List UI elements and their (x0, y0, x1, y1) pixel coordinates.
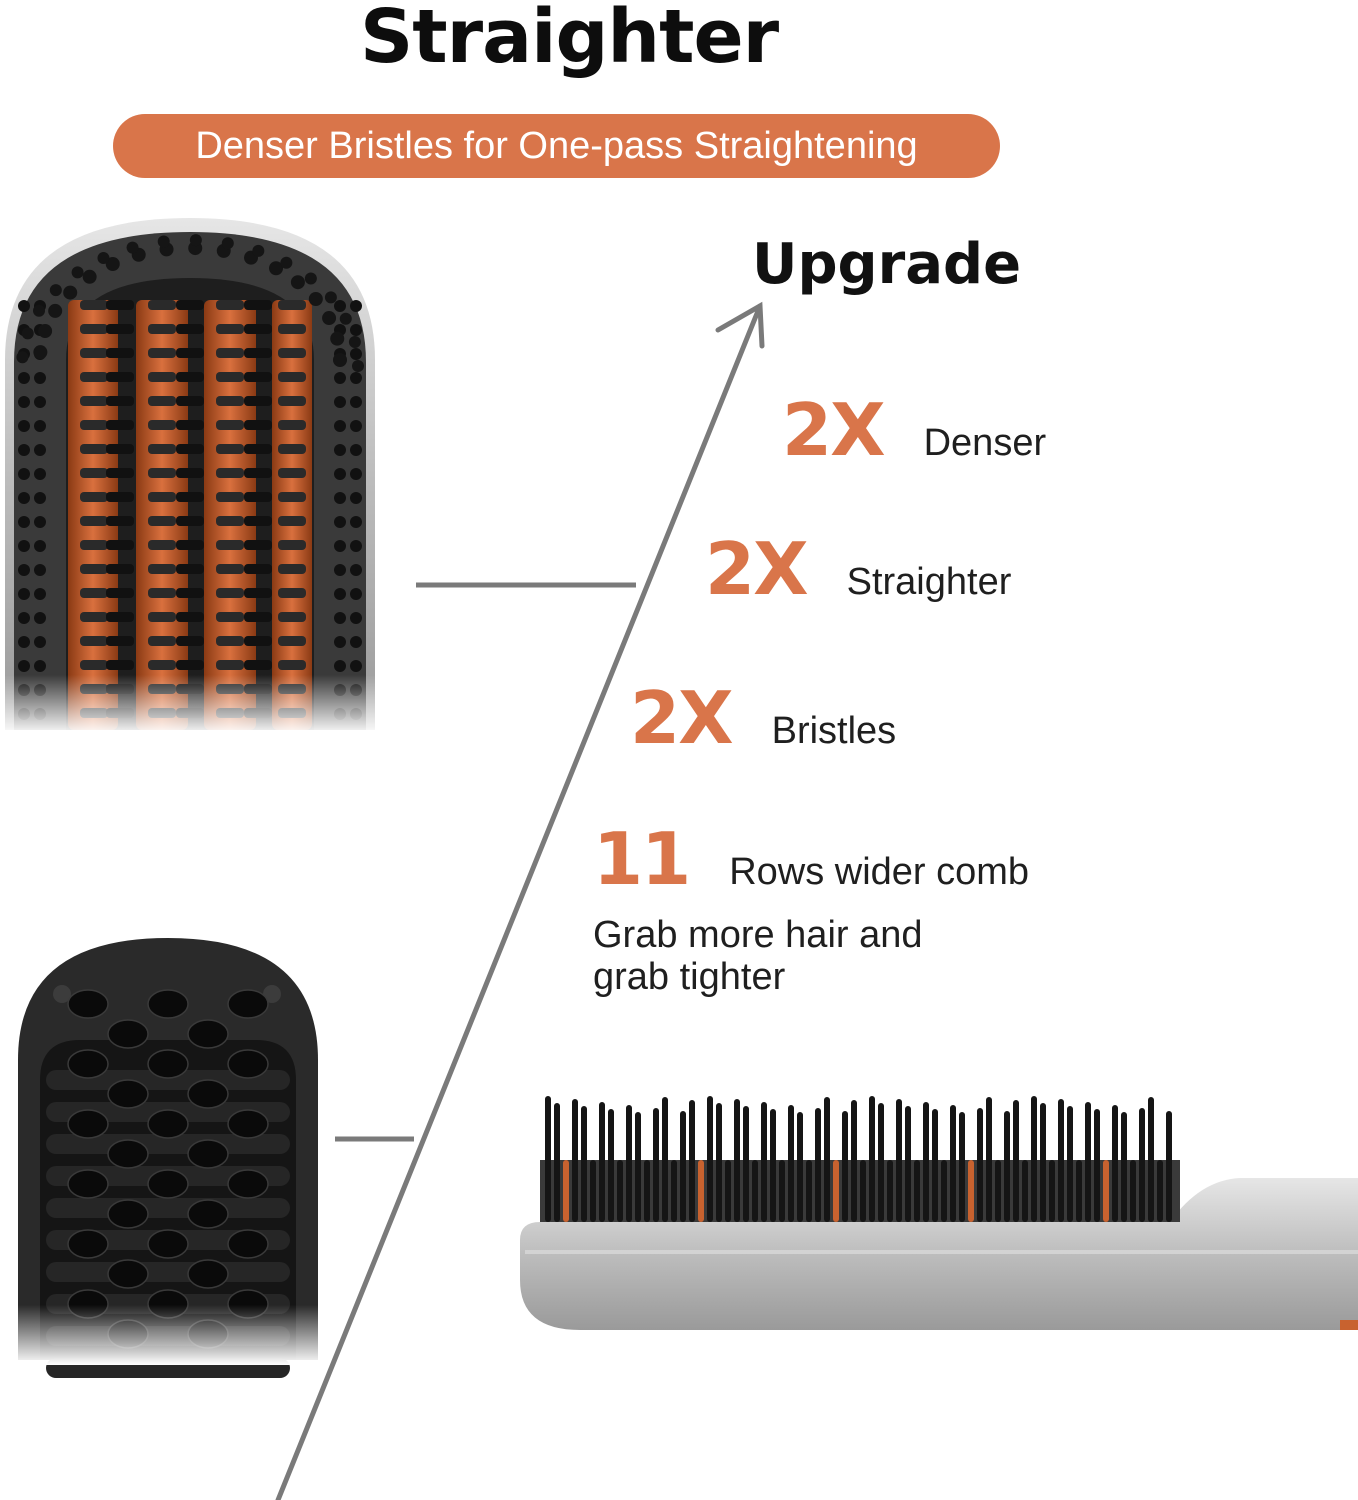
stat-value: 11 (593, 817, 691, 901)
stat-value: 2X (782, 388, 886, 472)
stat-value: 2X (630, 676, 734, 760)
old-brush-face-image (10, 938, 330, 1378)
upgrade-arrow (275, 301, 765, 1500)
stat-label: Denser (923, 422, 1047, 464)
grab-note-line-1: Grab more hair and (593, 914, 923, 956)
stat-label: Straighter (846, 561, 1012, 603)
upgrade-label: Upgrade (752, 232, 1022, 297)
stat-label: Rows wider comb (729, 851, 1030, 893)
stat-label: Bristles (771, 710, 897, 752)
new-brush-face-image (0, 218, 380, 735)
page-title: Straighter (360, 0, 779, 80)
grab-note-line-2: grab tighter (593, 956, 786, 998)
stat-rows: 11 Rows wider comb (593, 817, 1029, 901)
stat-straighter: 2X Straighter (705, 527, 1011, 611)
stat-value: 2X (705, 527, 809, 611)
brush-side-view-image (520, 1096, 1358, 1330)
tagline-text: Denser Bristles for One-pass Straighteni… (195, 124, 918, 167)
tagline-banner: Denser Bristles for One-pass Straighteni… (113, 114, 1000, 178)
stat-bristles: 2X Bristles (630, 676, 896, 760)
stat-denser: 2X Denser (782, 388, 1046, 472)
grab-note: Grab more hair and grab tighter (593, 914, 923, 998)
